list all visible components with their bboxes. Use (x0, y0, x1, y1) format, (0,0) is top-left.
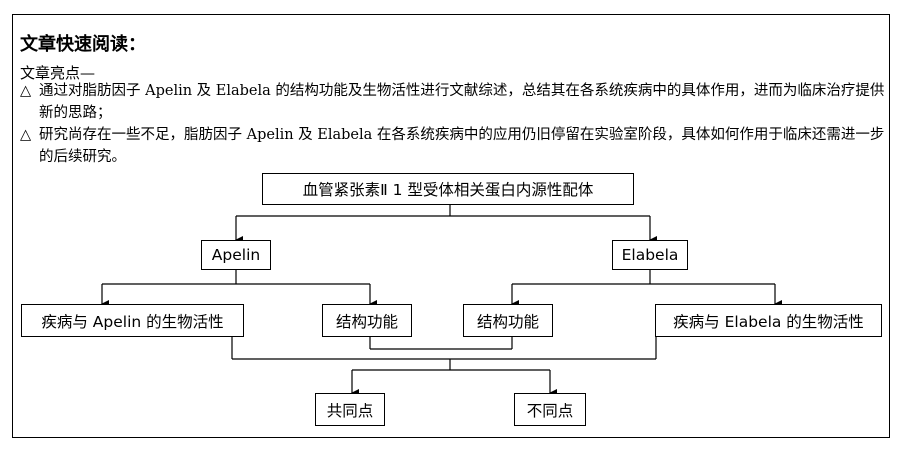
root-node: 血管紧张素Ⅱ 1 型受体相关蛋白内源性配体 (262, 173, 634, 205)
highlights-heading: 文章亮点— (20, 64, 96, 82)
highlight-text: 通过对脂肪因子 Apelin 及 Elabela 的结构功能及生物活性进行文献综… (39, 83, 885, 121)
apelin-structure-node: 结构功能 (322, 304, 412, 337)
common-points-node: 共同点 (315, 393, 385, 426)
elabela-bioactivity-node: 疾病与 Elabela 的生物活性 (655, 304, 882, 337)
triangle-bullet-icon: △ (20, 83, 32, 99)
highlight-text: 研究尚存在一些不足，脂肪因子 Apelin 及 Elabela 在各系统疾病中的… (39, 127, 885, 165)
elabela-node: Elabela (612, 240, 688, 270)
elabela-structure-node: 结构功能 (463, 304, 553, 337)
apelin-bioactivity-node: 疾病与 Apelin 的生物活性 (21, 304, 244, 337)
content-frame (12, 14, 890, 438)
triangle-bullet-icon: △ (20, 127, 32, 143)
apelin-node: Apelin (201, 240, 271, 270)
different-points-node: 不同点 (514, 393, 586, 426)
highlight-item: △ 通过对脂肪因子 Apelin 及 Elabela 的结构功能及生物活性进行文… (20, 80, 886, 124)
highlight-item: △ 研究尚存在一些不足，脂肪因子 Apelin 及 Elabela 在各系统疾病… (20, 124, 886, 168)
section-title: 文章快速阅读： (20, 34, 146, 55)
